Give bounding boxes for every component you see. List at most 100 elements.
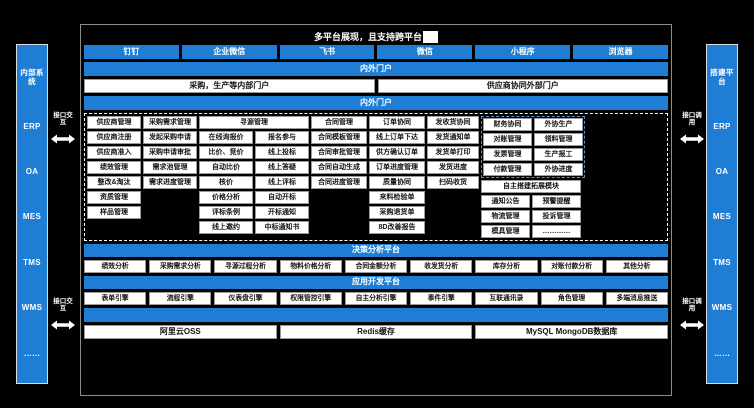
order-item-4[interactable]: 来料检验单 xyxy=(369,191,425,204)
contract-item-3[interactable]: 合同进度管理 xyxy=(311,176,367,189)
decision-platform-title-row: 决策分析平台 xyxy=(84,244,668,257)
order-item-5[interactable]: 采购退货单 xyxy=(369,206,425,219)
supplier-item-5[interactable]: 样品管理 xyxy=(87,206,141,219)
decision-item-4[interactable]: 合同金额分析 xyxy=(344,260,408,273)
infra-database[interactable]: MySQL MongoDB数据库 xyxy=(475,325,669,339)
order-item-0[interactable]: 线上订单下达 xyxy=(369,131,425,144)
app-platform-title-row: 应用开发平台 xyxy=(84,276,668,289)
outsourcing-item-0[interactable]: 领料管理 xyxy=(534,133,583,146)
sourcing-left-1[interactable]: 比价、竞价 xyxy=(199,146,253,159)
portal-bar-2-row: 内外门户 xyxy=(84,96,668,110)
contract-header: 合同管理 xyxy=(311,116,367,129)
app-item-7[interactable]: 角色管理 xyxy=(540,292,603,305)
column-sourcing-management: 寻源管理 在线询报价 比价、竞价 自动比价 核价 价格分析 评标条例 线上邀约 xyxy=(199,116,309,238)
sourcing-left-6[interactable]: 线上邀约 xyxy=(199,221,253,234)
portal-bar-2: 内外门户 xyxy=(84,96,668,110)
decision-item-7[interactable]: 对账付款分析 xyxy=(540,260,603,273)
client-dingtalk[interactable]: 钉钉 xyxy=(84,45,179,59)
sourcing-left-5[interactable]: 评标条例 xyxy=(199,206,253,219)
supplier-item-1[interactable]: 供应商准入 xyxy=(87,146,141,159)
finance-item-1[interactable]: 发票管理 xyxy=(483,148,532,161)
demand-item-3[interactable]: 需求进度管理 xyxy=(143,176,197,189)
portal-bar-1: 内外门户 xyxy=(84,62,668,76)
delivery-item-3[interactable]: 扫码收货 xyxy=(427,176,479,189)
app-item-8[interactable]: 多端消息推送 xyxy=(605,292,668,305)
decision-item-1[interactable]: 采购需求分析 xyxy=(149,260,212,273)
demand-item-1[interactable]: 采购申请审批 xyxy=(143,146,197,159)
demand-item-2[interactable]: 需求池管理 xyxy=(143,161,197,174)
order-item-1[interactable]: 供方确认订单 xyxy=(369,146,425,159)
delivery-item-1[interactable]: 发货单打印 xyxy=(427,146,479,159)
portal-external[interactable]: 供应商协同外部门户 xyxy=(377,79,668,93)
sourcing-left-3[interactable]: 核价 xyxy=(199,176,253,189)
outsourcing-item-2[interactable]: 外协进度 xyxy=(534,163,583,176)
decision-item-8[interactable]: 其他分析 xyxy=(605,260,668,273)
portal-internal[interactable]: 采购，生产等内部门户 xyxy=(84,79,375,93)
contract-item-1[interactable]: 合同审批管理 xyxy=(311,146,367,159)
sourcing-left-2[interactable]: 自动比价 xyxy=(199,161,253,174)
app-item-6[interactable]: 互联通讯录 xyxy=(475,292,538,305)
contract-item-2[interactable]: 合同自动生成 xyxy=(311,161,367,174)
outsourcing-item-1[interactable]: 生产报工 xyxy=(534,148,583,161)
app-item-0[interactable]: 表单引擎 xyxy=(84,292,147,305)
decision-item-6[interactable]: 库存分析 xyxy=(475,260,538,273)
left-arrow-label-top: 接口交互 xyxy=(53,112,73,127)
finance-item-0[interactable]: 对账管理 xyxy=(483,133,532,146)
outsourcing-header: 外协生产 xyxy=(534,118,583,131)
extension-item-2-0[interactable]: 模具管理 xyxy=(481,225,530,238)
supplier-item-2[interactable]: 绩效管理 xyxy=(87,161,141,174)
decision-item-2[interactable]: 寻源过程分析 xyxy=(214,260,277,273)
infra-oss[interactable]: 阿里云OSS xyxy=(84,325,277,339)
app-item-3[interactable]: 权限管控引擎 xyxy=(279,292,342,305)
client-miniprogram[interactable]: 小程序 xyxy=(475,45,571,59)
sourcing-right-3[interactable]: 线上评标 xyxy=(255,176,309,189)
supplier-item-3[interactable]: 整改&淘汰 xyxy=(87,176,141,189)
delivery-item-2[interactable]: 发货进度 xyxy=(427,161,479,174)
app-item-2[interactable]: 仪表盘引擎 xyxy=(214,292,277,305)
order-item-2[interactable]: 订单进度管理 xyxy=(369,161,425,174)
extension-item-0-0[interactable]: 通知公告 xyxy=(481,195,530,208)
spacer xyxy=(311,221,367,234)
sourcing-left-0[interactable]: 在线询报价 xyxy=(199,131,253,144)
decision-platform-title: 决策分析平台 xyxy=(84,244,668,257)
finance-item-2[interactable]: 付款管理 xyxy=(483,163,532,176)
demand-item-0[interactable]: 发起采购申请 xyxy=(143,131,197,144)
extension-item-2-1[interactable]: ………… xyxy=(532,225,581,238)
client-wecom[interactable]: 企业微信 xyxy=(181,45,277,59)
order-item-6[interactable]: 8D改善报告 xyxy=(369,221,425,234)
column-contract-management: 合同管理 合同模板管理 合同审批管理 合同自动生成 合同进度管理 xyxy=(311,116,367,238)
right-arrow-icon-bottom xyxy=(679,319,705,331)
extension-row-2: 模具管理 ………… xyxy=(481,225,585,238)
contract-item-0[interactable]: 合同模板管理 xyxy=(311,131,367,144)
app-item-4[interactable]: 自主分析引擎 xyxy=(344,292,408,305)
sourcing-right-2[interactable]: 线上答疑 xyxy=(255,161,309,174)
client-browser[interactable]: 浏览器 xyxy=(573,45,668,59)
column-finance-collaboration: 财务协同 对账管理 发票管理 付款管理 xyxy=(483,118,532,176)
sourcing-right-1[interactable]: 线上投标 xyxy=(255,146,309,159)
supplier-item-4[interactable]: 资质管理 xyxy=(87,191,141,204)
sourcing-left-4[interactable]: 价格分析 xyxy=(199,191,253,204)
sourcing-right-4[interactable]: 自动开标 xyxy=(255,191,309,204)
client-feishu[interactable]: 飞书 xyxy=(279,45,375,59)
decision-item-5[interactable]: 收发货分析 xyxy=(410,260,473,273)
infra-redis[interactable]: Redis缓存 xyxy=(279,325,473,339)
app-item-5[interactable]: 事件引擎 xyxy=(410,292,473,305)
extension-item-1-1[interactable]: 投诉管理 xyxy=(532,210,581,223)
order-item-3[interactable]: 质量协同 xyxy=(369,176,425,189)
sourcing-right-5[interactable]: 开标通知 xyxy=(255,206,309,219)
spacer xyxy=(143,191,197,204)
sourcing-right-6[interactable]: 中标通知书 xyxy=(255,221,309,234)
decision-item-3[interactable]: 物料价格分析 xyxy=(279,260,342,273)
extension-item-0-1[interactable]: 预警提醒 xyxy=(532,195,581,208)
column-delivery-collaboration: 发收货协同 发货通知单 发货单打印 发货进度 扫码收货 xyxy=(427,116,479,238)
client-wechat[interactable]: 微信 xyxy=(377,45,473,59)
decision-item-0[interactable]: 绩效分析 xyxy=(84,260,147,273)
portal-bar-1-row: 内外门户 xyxy=(84,62,668,76)
extension-item-1-0[interactable]: 物流管理 xyxy=(481,210,530,223)
extension-module-block: 自主搭建拓展模块 通知公告 预警提醒 物流管理 投诉管理 模具管理 ………… xyxy=(481,180,585,238)
delivery-item-0[interactable]: 发货通知单 xyxy=(427,131,479,144)
sourcing-right-0[interactable]: 报名参与 xyxy=(255,131,309,144)
supplier-item-0[interactable]: 供应商注册 xyxy=(87,131,141,144)
app-item-1[interactable]: 流程引擎 xyxy=(149,292,212,305)
